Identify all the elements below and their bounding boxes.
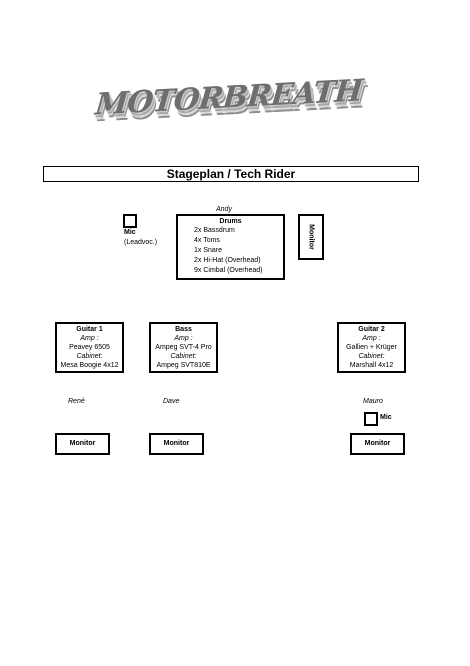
bass-player-name: Dave (163, 398, 180, 405)
drum-monitor-label: Monitor (307, 224, 315, 250)
lead-mic-sub: (Leadvoc.) (124, 239, 158, 246)
amp-label: Amp : (80, 335, 99, 342)
drums-heading: Drums (219, 218, 242, 225)
guitar1-player-name: René (68, 398, 85, 405)
drums-item: 2x Bassdrum (194, 227, 235, 234)
amp-model: Ampeg SVT-4 Pro (155, 344, 212, 351)
cabinet-model: Mesa Boogie 4x12 (60, 362, 119, 369)
guitar2-amp: Guitar 2 Amp : Gallien + Krüger Cabinet:… (337, 322, 406, 373)
guitar2-player-name: Mauro (363, 398, 383, 405)
amp-label: Amp : (174, 335, 193, 342)
band-logo: MOTORBREATH (93, 73, 364, 150)
guitar2-monitor: Monitor (350, 433, 405, 455)
amp-model: Peavey 6505 (69, 344, 110, 351)
drums-item: 1x Snare (194, 247, 223, 254)
drum-monitor: Monitor (298, 214, 324, 260)
bass-amp: Bass Amp : Ampeg SVT-4 Pro Cabinet: Ampe… (149, 322, 218, 373)
lead-mic-label: Mic (124, 229, 136, 236)
logo-text: MOTORBREATH (93, 73, 364, 123)
drums-box: Drums 2x Bassdrum 4x Toms 1x Snare 2x Hi… (176, 214, 285, 280)
bass-monitor: Monitor (149, 433, 204, 455)
amp-label: Amp : (362, 335, 381, 342)
cabinet-label: Cabinet: (358, 353, 385, 360)
cabinet-label: Cabinet: (170, 353, 197, 360)
cabinet-model: Ampeg SVT810E (156, 362, 211, 369)
page-title: Stageplan / Tech Rider (43, 166, 419, 182)
guitar2-mic-icon (364, 412, 378, 426)
cabinet-label: Cabinet: (76, 353, 103, 360)
guitar2-mic-label: Mic (380, 414, 392, 421)
drummer-name: Andy (216, 206, 232, 213)
amp-model: Gallien + Krüger (346, 344, 397, 351)
drums-item: 9x Cimbal (Overhead) (194, 267, 263, 274)
cabinet-model: Marshall 4x12 (349, 362, 394, 369)
guitar1-monitor: Monitor (55, 433, 110, 455)
guitar1-amp: Guitar 1 Amp : Peavey 6505 Cabinet: Mesa… (55, 322, 124, 373)
lead-mic-icon (123, 214, 137, 228)
amp-heading: Bass (175, 326, 192, 333)
drums-item: 4x Toms (194, 237, 220, 244)
amp-heading: Guitar 2 (358, 326, 385, 333)
amp-heading: Guitar 1 (76, 326, 103, 333)
drums-item: 2x Hi-Hat (Overhead) (194, 257, 261, 264)
